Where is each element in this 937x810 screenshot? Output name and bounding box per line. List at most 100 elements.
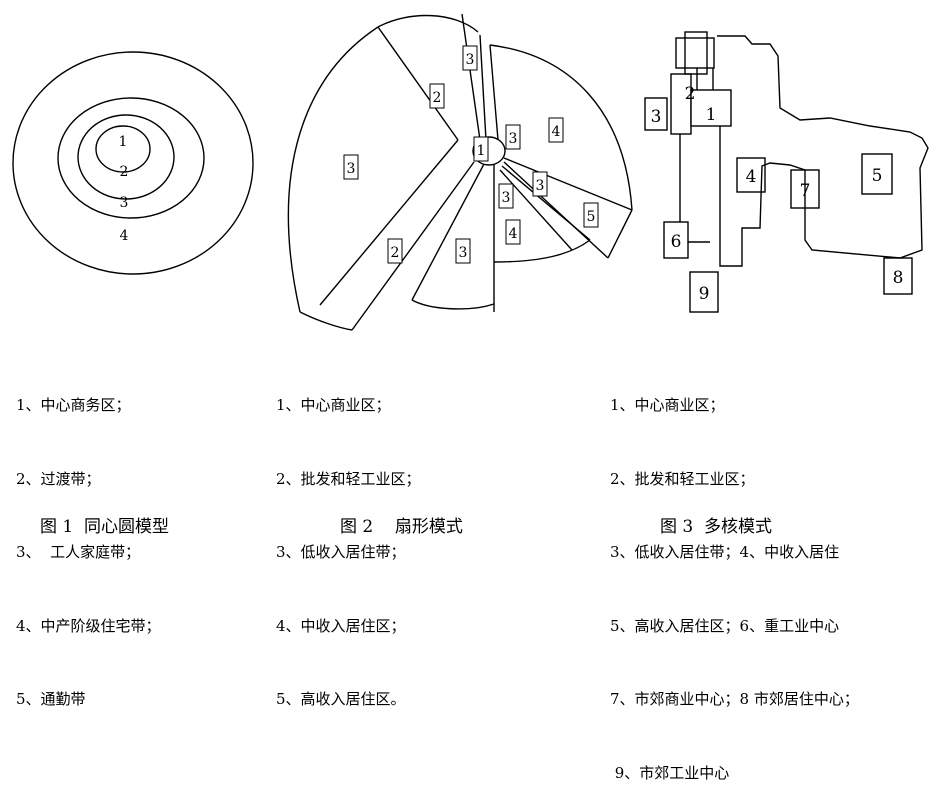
- label-box: [429, 83, 445, 109]
- label-box: [473, 136, 489, 162]
- boundary-sector-3-2b: [319, 139, 459, 306]
- region-label: 1: [706, 105, 717, 125]
- sector-labels: 1 2 2 3 3 3 3 3 3 4 4 5: [343, 45, 599, 264]
- multinuclei-legend: 1、中心商业区； 2、批发和轻工业区； 3、低收入居住带；4、中收入居住 5、高…: [610, 344, 859, 810]
- legend-item: 9、市郊工业中心: [610, 763, 730, 782]
- outer-arc-top: [377, 14, 479, 33]
- boundary-1-4: [719, 126, 745, 267]
- multinuclei-model-diagram: [644, 31, 929, 313]
- region-label: 3: [459, 245, 468, 261]
- legend-item: 1、中心商业区；: [276, 396, 391, 414]
- region-label: 3: [651, 107, 662, 127]
- boundary-top-c: [489, 44, 499, 141]
- sector-model-diagram: [287, 13, 633, 331]
- region-label: 1: [477, 143, 486, 159]
- region-label: 1: [119, 134, 128, 150]
- ring-worker-zone: [77, 114, 175, 200]
- label-box: [462, 45, 478, 71]
- legend-item: 7、市郊商业中心；8 市郊居住中心；: [610, 690, 859, 708]
- legend-item: 3、低收入居住带；4、中收入居住: [610, 543, 840, 561]
- boundary-sector-3-wedge: [411, 163, 485, 301]
- sector-3-bottom-arc: [411, 299, 495, 310]
- legend-item: 1、中心商业区；: [610, 396, 725, 414]
- region-label: 4: [509, 226, 518, 242]
- block-2: [670, 73, 692, 135]
- label-box: [583, 202, 599, 228]
- ring-middle-class-zone: [57, 97, 205, 219]
- region-label: 4: [746, 167, 757, 187]
- city-outline: [717, 35, 929, 259]
- boundary-right-c: [501, 165, 591, 241]
- legend-item: 2、批发和轻工业区；: [610, 469, 755, 488]
- block-5: [861, 153, 893, 195]
- top-block-outer: [675, 37, 715, 69]
- region-label: 2: [120, 164, 129, 180]
- legend-item: 1、中心商务区；: [16, 396, 131, 414]
- outer-arc-right: [489, 44, 633, 211]
- region-label: 9: [699, 284, 710, 304]
- label-box: [455, 238, 471, 264]
- figure-3-caption: 图 3 多核模式: [660, 517, 773, 537]
- region-label: 7: [800, 181, 811, 201]
- figure-1-caption: 图 1 同心圆模型: [40, 517, 170, 537]
- region-label: 3: [347, 161, 356, 177]
- concentric-labels: 1 2 3 4: [119, 134, 129, 244]
- region-label: 3: [502, 190, 511, 206]
- region-label: 2: [433, 90, 442, 106]
- region-label: 2: [685, 84, 696, 104]
- multinuclei-labels: 1 2 3 4 5 6 7 8 9: [651, 84, 904, 304]
- sector-5-arc: [607, 209, 633, 259]
- boundary-right-b: [503, 161, 609, 259]
- label-box: [548, 117, 564, 143]
- region-label: 5: [872, 166, 883, 186]
- legend-item: 5、高收入居住区。: [276, 690, 406, 708]
- block-8: [883, 257, 913, 295]
- outer-arc-left: [287, 26, 379, 313]
- region-label: 2: [391, 245, 400, 261]
- legend-item: 4、中产阶级住宅带；: [16, 616, 161, 635]
- region-label: 3: [120, 195, 129, 211]
- boundary-right-a: [503, 157, 633, 211]
- boundary-right-d: [499, 169, 573, 251]
- boundary-sector-3-2: [377, 26, 459, 141]
- region-label: 5: [587, 209, 596, 225]
- top-block-inner: [684, 31, 708, 75]
- legend-item: 5、通勤带: [16, 690, 86, 708]
- block-3: [644, 97, 668, 131]
- region-label: 4: [120, 228, 129, 244]
- region-label: 8: [893, 268, 904, 288]
- block-9: [689, 271, 719, 313]
- region-label: 3: [536, 178, 545, 194]
- region-label: 3: [466, 52, 475, 68]
- block-6: [663, 221, 689, 259]
- diagram-canvas: 1 2 3 4 1: [12, 13, 929, 331]
- label-box: [532, 171, 548, 197]
- boundary-top-a: [461, 13, 481, 141]
- legend-item: 2、过渡带；: [16, 469, 101, 488]
- concentric-legend: 1、中心商务区； 2、过渡带； 3、 工人家庭带； 4、中产阶级住宅带； 5、通…: [16, 344, 161, 736]
- legend-item: 3、低收入居住带；: [276, 543, 406, 561]
- region-label: 4: [552, 124, 561, 140]
- region-label: 6: [671, 232, 682, 252]
- label-box: [387, 238, 403, 264]
- ring-cbd: [95, 125, 151, 173]
- ring-commuter-zone: [12, 51, 254, 275]
- label-box: [343, 154, 359, 180]
- label-box: [505, 219, 521, 245]
- block-4: [736, 157, 766, 193]
- boundary-top-b: [479, 34, 487, 141]
- legend-item: 3、 工人家庭带；: [16, 543, 141, 561]
- sector-legend: 1、中心商业区； 2、批发和轻工业区； 3、低收入居住带； 4、中收入居住区； …: [276, 344, 421, 736]
- block-1: [690, 89, 732, 127]
- figure-2-caption: 图 2 扇形模式: [340, 517, 463, 537]
- region-label: 3: [509, 131, 518, 147]
- label-box: [498, 183, 514, 209]
- legend-item: 5、高收入居住区；6、重工业中心: [610, 616, 840, 635]
- sector-4-arc: [493, 239, 591, 263]
- label-box: [505, 124, 521, 150]
- legend-item: 2、批发和轻工业区；: [276, 469, 421, 488]
- boundary-sector-2-3-lower: [351, 161, 475, 331]
- concentric-model-diagram: [12, 51, 254, 275]
- sector-2-bottom-edge: [299, 311, 353, 331]
- block-7: [790, 169, 820, 209]
